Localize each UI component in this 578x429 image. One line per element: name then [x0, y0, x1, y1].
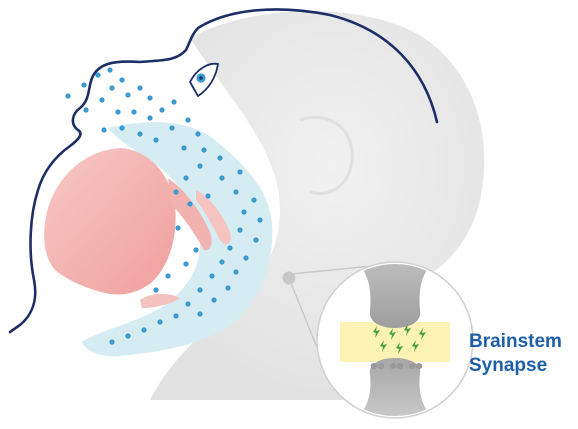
oral-tissue [44, 148, 175, 295]
synapse-label: Brainstem Synapse [469, 330, 562, 378]
synapse-label-line1: Brainstem [469, 330, 562, 354]
synapse-icon [317, 262, 473, 418]
eye-icon [190, 64, 218, 96]
synapse-label-line2: Synapse [469, 354, 562, 378]
